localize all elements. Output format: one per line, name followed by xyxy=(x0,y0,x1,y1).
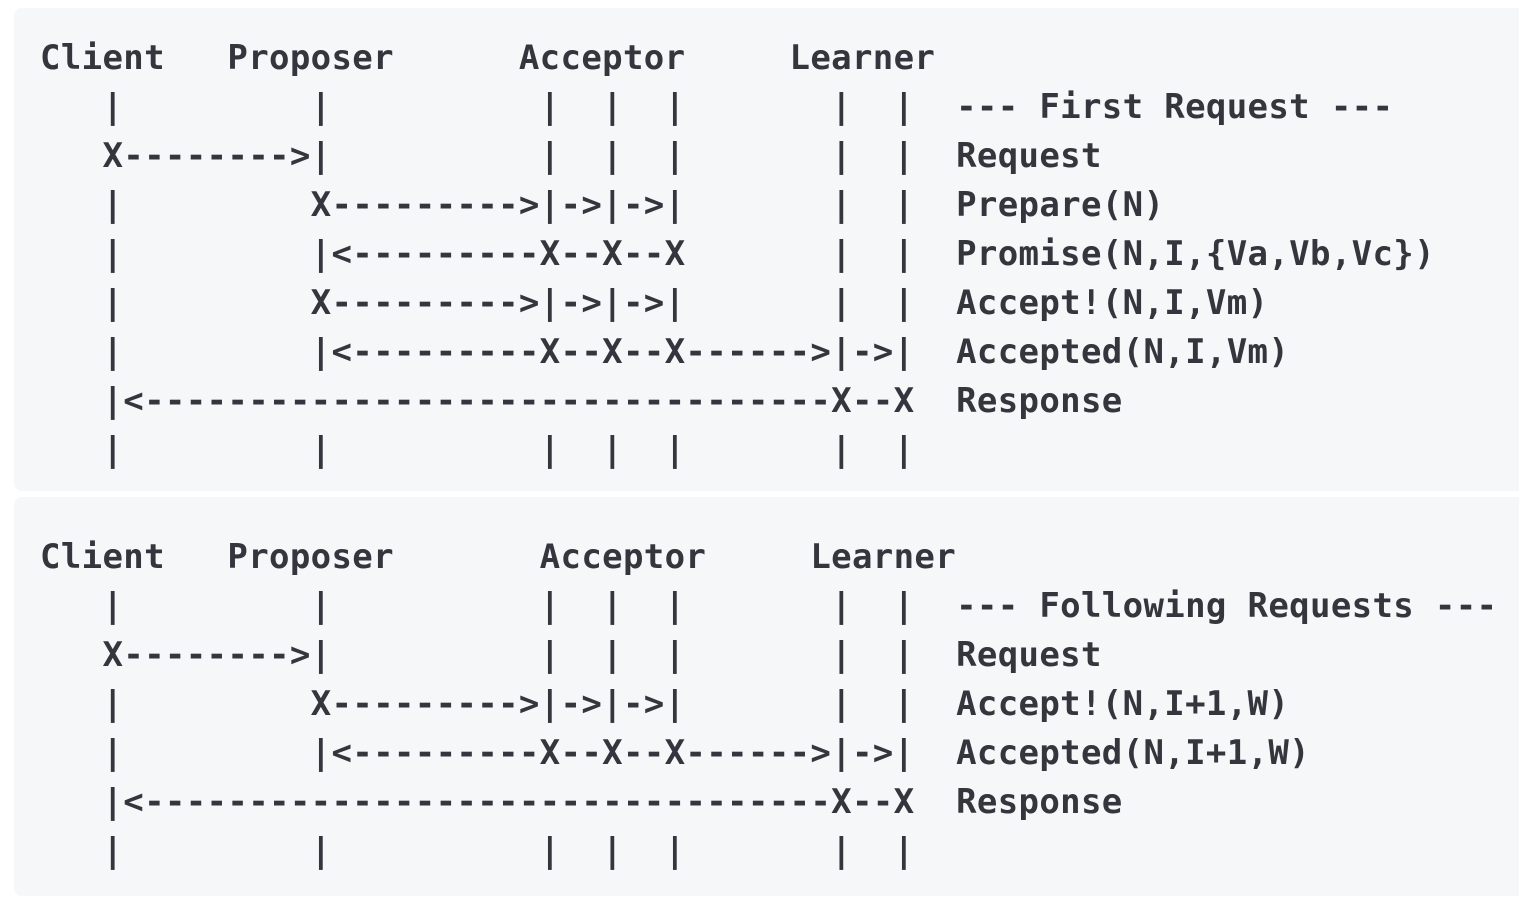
paxos-following-requests-diagram: Client Proposer Acceptor Learner | | | |… xyxy=(14,497,1519,896)
paxos-first-request-diagram: Client Proposer Acceptor Learner | | | |… xyxy=(14,8,1519,491)
page-content: Client Proposer Acceptor Learner | | | |… xyxy=(14,8,1519,896)
block-divider xyxy=(14,491,1519,497)
